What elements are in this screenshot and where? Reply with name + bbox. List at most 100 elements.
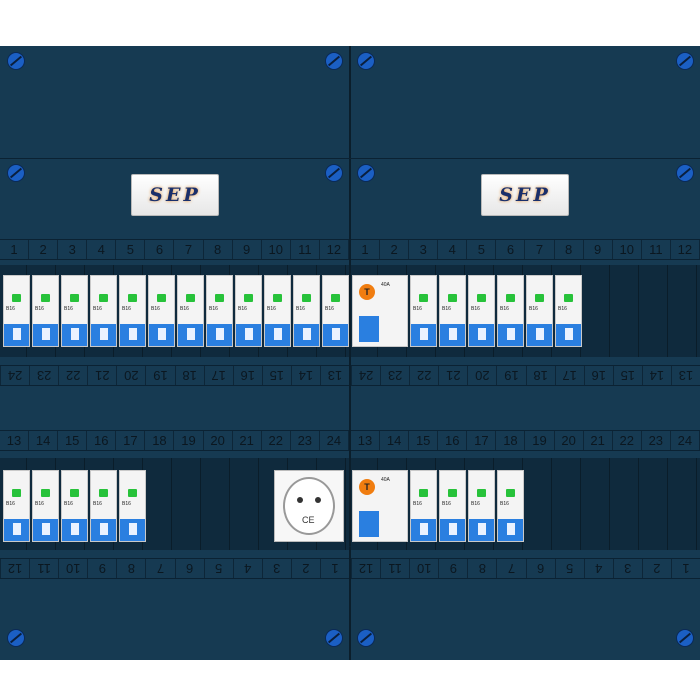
screw-icon (7, 629, 25, 647)
circuit-breaker[interactable]: B16 (148, 275, 175, 347)
module-number: 24 (320, 431, 349, 450)
rcd-rating: 40A (381, 282, 390, 288)
breaker-rating: B16 (529, 306, 538, 312)
breaker-handle[interactable] (91, 324, 116, 346)
breaker-handle[interactable] (469, 324, 494, 346)
breaker-handle[interactable] (469, 519, 494, 541)
breaker-handle[interactable] (440, 324, 465, 346)
breaker-label-strip (471, 278, 492, 292)
circuit-breaker[interactable]: B16 (293, 275, 320, 347)
breaker-handle[interactable] (62, 519, 87, 541)
circuit-breaker[interactable]: B16 (439, 275, 466, 347)
breaker-label-strip (64, 278, 85, 292)
residual-current-device[interactable]: T 40A (352, 470, 408, 542)
breaker-handle[interactable] (178, 324, 203, 346)
breaker-label-strip (413, 278, 434, 292)
circuit-breaker[interactable]: B16 (410, 275, 437, 347)
test-button[interactable]: T (359, 479, 375, 495)
breaker-handle[interactable] (440, 519, 465, 541)
breaker-label-strip (558, 278, 579, 292)
empty-module-slot (174, 458, 201, 550)
status-indicator (41, 489, 50, 497)
status-indicator (41, 294, 50, 302)
breaker-rating: B16 (500, 306, 509, 312)
circuit-breaker[interactable]: B16 (3, 275, 30, 347)
circuit-breaker[interactable]: B16 (61, 275, 88, 347)
circuit-breaker[interactable]: B16 (119, 470, 146, 542)
breaker-handle[interactable] (62, 324, 87, 346)
breaker-handle[interactable] (527, 324, 552, 346)
module-number: 8 (467, 559, 497, 578)
breaker-handle[interactable] (33, 324, 58, 346)
circuit-breaker[interactable]: B16 (410, 470, 437, 542)
circuit-breaker[interactable]: B16 (497, 275, 524, 347)
breaker-label-strip (122, 473, 143, 487)
circuit-breaker[interactable]: B16 (264, 275, 291, 347)
breaker-handle[interactable] (323, 324, 348, 346)
module-number: 14 (641, 366, 671, 385)
breaker-label-strip (529, 278, 550, 292)
module-number: 11 (29, 559, 59, 578)
module-number: 5 (554, 559, 584, 578)
screw-icon (325, 164, 343, 182)
circuit-breaker[interactable]: B16 (468, 275, 495, 347)
cover-seam (0, 346, 700, 347)
circuit-breaker[interactable]: B16 (119, 275, 146, 347)
breaker-handle[interactable] (149, 324, 174, 346)
breaker-handle[interactable] (4, 324, 29, 346)
empty-module-slot (232, 458, 259, 550)
circuit-breaker[interactable]: B16 (90, 470, 117, 542)
module-number: 19 (496, 366, 526, 385)
circuit-breaker[interactable]: B16 (235, 275, 262, 347)
circuit-breaker[interactable]: B16 (177, 275, 204, 347)
circuit-breaker[interactable]: B16 (3, 470, 30, 542)
breaker-handle[interactable] (33, 519, 58, 541)
circuit-breaker[interactable]: B16 (468, 470, 495, 542)
breaker-handle[interactable] (411, 324, 436, 346)
circuit-breaker[interactable]: B16 (497, 470, 524, 542)
module-number: 3 (612, 559, 642, 578)
status-indicator (448, 294, 457, 302)
circuit-breaker[interactable]: B16 (439, 470, 466, 542)
circuit-breaker[interactable]: B16 (322, 275, 349, 347)
status-indicator (273, 294, 282, 302)
module-number: 17 (203, 366, 233, 385)
breaker-handle[interactable] (4, 519, 29, 541)
breaker-rating: B16 (93, 306, 102, 312)
screw-icon (676, 629, 694, 647)
brand-logo: SEP (131, 174, 219, 216)
module-number: 16 (438, 431, 468, 450)
test-button[interactable]: T (359, 284, 375, 300)
breaker-handle[interactable] (411, 519, 436, 541)
breaker-handle[interactable] (120, 519, 145, 541)
module-number: 19 (174, 431, 204, 450)
module-number: 18 (496, 431, 526, 450)
breaker-handle[interactable] (120, 324, 145, 346)
rcd-handle[interactable] (359, 316, 379, 342)
module-number: 5 (203, 559, 233, 578)
breaker-handle[interactable] (91, 519, 116, 541)
breaker-handle[interactable] (498, 519, 523, 541)
rcd-handle[interactable] (359, 511, 379, 537)
circuit-breaker[interactable]: B16 (526, 275, 553, 347)
cover-seam (0, 158, 700, 159)
breaker-handle[interactable] (498, 324, 523, 346)
breaker-handle[interactable] (207, 324, 232, 346)
breaker-handle[interactable] (294, 324, 319, 346)
circuit-breaker[interactable]: B16 (555, 275, 582, 347)
circuit-breaker[interactable]: B16 (206, 275, 233, 347)
circuit-breaker[interactable]: B16 (90, 275, 117, 347)
residual-current-device[interactable]: T 40A (352, 275, 408, 347)
circuit-breaker[interactable]: B16 (61, 470, 88, 542)
module-number: 9 (87, 559, 117, 578)
breaker-rating: B16 (209, 306, 218, 312)
breaker-label-strip (35, 278, 56, 292)
module-number: 12 (671, 240, 700, 259)
circuit-breaker[interactable]: B16 (32, 275, 59, 347)
breaker-handle[interactable] (265, 324, 290, 346)
breaker-handle[interactable] (556, 324, 581, 346)
breaker-handle[interactable] (236, 324, 261, 346)
circuit-breaker[interactable]: B16 (32, 470, 59, 542)
